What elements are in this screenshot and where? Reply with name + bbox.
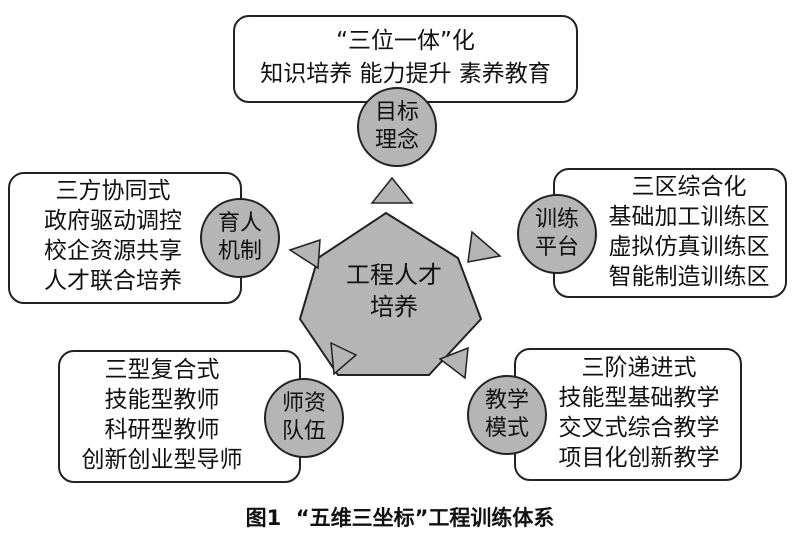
bottom-right-circle: 教学 模式 [467,375,547,455]
right-box-line-3: 虚拟仿真训练区 [608,234,770,260]
arrow-left [288,238,321,270]
bottom-left-circle-line-2: 队伍 [281,419,326,444]
center-label-line-2: 培养 [370,293,418,321]
top-box-line-2: 知识培养 能力提升 素养教育 [260,61,551,87]
left-circle: 育人 机制 [200,198,280,278]
left-box-line-3: 校企资源共享 [44,238,182,264]
right-box-line-1: 三区综合化 [631,174,747,200]
bottom-right-circle-line-1: 教学 [484,388,529,413]
bottom-left-box-line-4: 创新创业型导师 [81,447,243,473]
left-circle-line-2: 机制 [217,239,262,264]
bottom-right-box: 三阶递进式 技能型基础教学 交叉式综合教学 项目化创新教学 [514,348,742,481]
arrow-bottom-right [438,346,469,380]
figure-caption: 图1 “五维三坐标”工程训练体系 [245,506,555,530]
right-circle-line-2: 平台 [534,235,579,260]
bottom-right-box-line-4: 项目化创新教学 [558,445,720,471]
right-box-line-4: 智能制造训练区 [608,264,770,290]
bottom-left-box-line-1: 三型复合式 [104,357,220,383]
center-label: 工程人才 培养 [339,259,449,323]
right-circle: 训练 平台 [517,194,597,274]
bottom-right-box-line-2: 技能型基础教学 [558,385,720,411]
bottom-left-circle: 师资 队伍 [264,378,344,458]
bottom-right-box-line-3: 交叉式综合教学 [558,415,720,441]
center-label-line-1: 工程人才 [346,261,442,289]
left-box-line-1: 三方协同式 [55,178,171,204]
left-box-line-2: 政府驱动调控 [44,208,182,234]
bottom-right-circle-line-2: 模式 [484,416,529,441]
right-circle-line-1: 训练 [534,207,579,232]
left-circle-line-1: 育人 [217,211,262,236]
right-box-line-2: 基础加工训练区 [608,204,770,230]
bottom-left-box-line-3: 科研型教师 [104,417,220,443]
bottom-left-box-line-2: 技能型教师 [104,387,220,413]
left-box-line-4: 人才联合培养 [44,268,182,294]
center-pentagon [298,211,483,376]
arrow-bottom-left [330,341,358,376]
top-circle-line-2: 理念 [374,128,419,153]
arrow-up [370,176,414,204]
top-box-line-1: “三位一体”化 [336,28,475,54]
bottom-left-circle-line-1: 师资 [281,391,326,416]
bottom-right-box-line-1: 三阶递进式 [581,355,697,381]
top-circle-line-1: 目标 [374,100,419,125]
top-circle: 目标 理念 [357,87,437,167]
arrow-right [467,230,502,263]
bottom-left-box: 三型复合式 技能型教师 科研型教师 创新创业型导师 [58,350,301,483]
